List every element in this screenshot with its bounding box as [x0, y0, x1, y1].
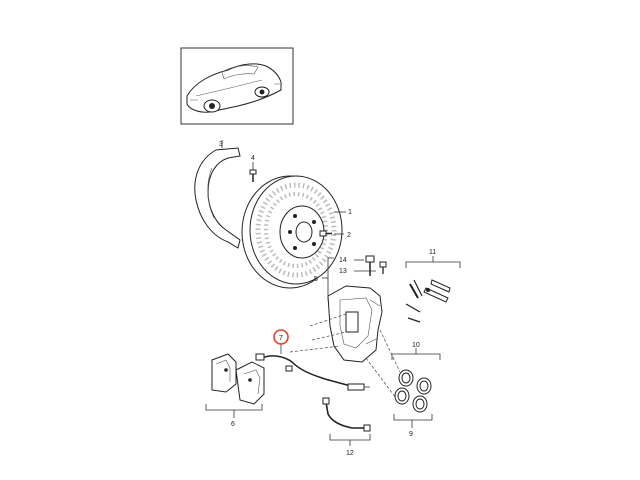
caliper-bolt-lower [379, 261, 387, 274]
callout-6: 6 [231, 421, 235, 428]
callout-12: 12 [346, 450, 354, 457]
callout-9: 9 [409, 431, 413, 438]
brake-pads [205, 353, 265, 418]
shield-bolt [249, 169, 257, 182]
brake-disc [241, 175, 343, 289]
vehicle-thumbnail [180, 47, 294, 125]
assembly-guides [289, 313, 401, 399]
callout-5: 5 [314, 276, 318, 283]
callout-4: 4 [251, 155, 255, 162]
callout-10: 10 [412, 342, 420, 349]
pad-retainer-parts [405, 256, 461, 323]
disc-screw [319, 230, 332, 237]
pad-wear-sensor [255, 353, 370, 391]
callout-14: 14 [339, 257, 347, 264]
callout-3: 3 [219, 141, 223, 148]
callout-1: 1 [348, 209, 352, 216]
piston-seals [391, 348, 441, 428]
dust-shield [194, 147, 241, 249]
caliper-bolt-upper [365, 255, 375, 276]
car-illustration [186, 63, 282, 113]
callout-7: 7 [279, 335, 283, 342]
callout-11: 11 [429, 249, 436, 256]
highlighted-callout-7[interactable]: 7 [273, 329, 289, 345]
brake-caliper [327, 285, 383, 363]
highlight-ring [273, 329, 289, 345]
callout-2: 2 [347, 232, 351, 239]
callout-13: 13 [339, 268, 347, 275]
brake-hose [322, 397, 371, 446]
